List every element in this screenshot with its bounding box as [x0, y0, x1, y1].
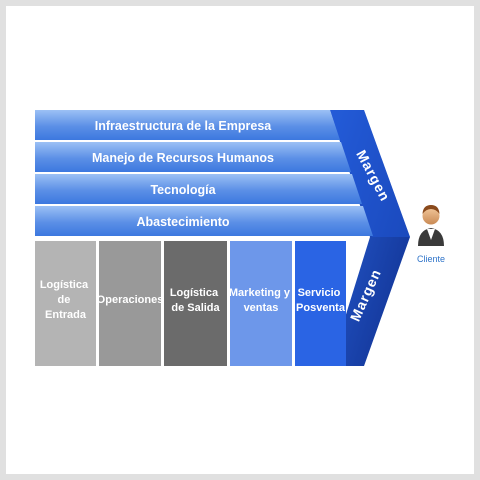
- support-bar-label: Manejo de Recursos Humanos: [92, 151, 274, 165]
- margin-arrow-upper: [330, 110, 410, 237]
- primary-box-servicio: [295, 241, 346, 366]
- support-bar-label: Abastecimiento: [136, 215, 229, 229]
- primary-label-servicio: Servicio Posventa: [296, 287, 346, 314]
- support-bar: [35, 206, 373, 236]
- support-bar-label: Tecnología: [150, 183, 216, 197]
- primary-box-logistica-entrada: [35, 241, 96, 366]
- primary-box-operaciones: [99, 241, 161, 366]
- client-label: Cliente: [417, 254, 445, 264]
- support-bar: [35, 174, 362, 204]
- primary-activities: Logística de Entrada Operaciones Logísti…: [35, 241, 346, 366]
- primary-label-marketing: Marketing y ventas: [229, 287, 293, 314]
- support-activities: Infraestructura de la Empresa Manejo de …: [35, 110, 373, 236]
- support-bar-label: Infraestructura de la Empresa: [95, 119, 273, 133]
- client-person-icon: [418, 205, 444, 246]
- primary-label-operaciones: Operaciones: [97, 294, 164, 306]
- primary-box-marketing: [230, 241, 292, 366]
- primary-box-logistica-salida: [164, 241, 227, 366]
- support-bar: [35, 110, 340, 140]
- margin-arrow: [330, 110, 410, 366]
- support-bar: [35, 142, 351, 172]
- primary-label-logistica-entrada: Logística de Entrada: [40, 279, 91, 321]
- primary-label-logistica-salida: Logística de Salida: [170, 287, 221, 314]
